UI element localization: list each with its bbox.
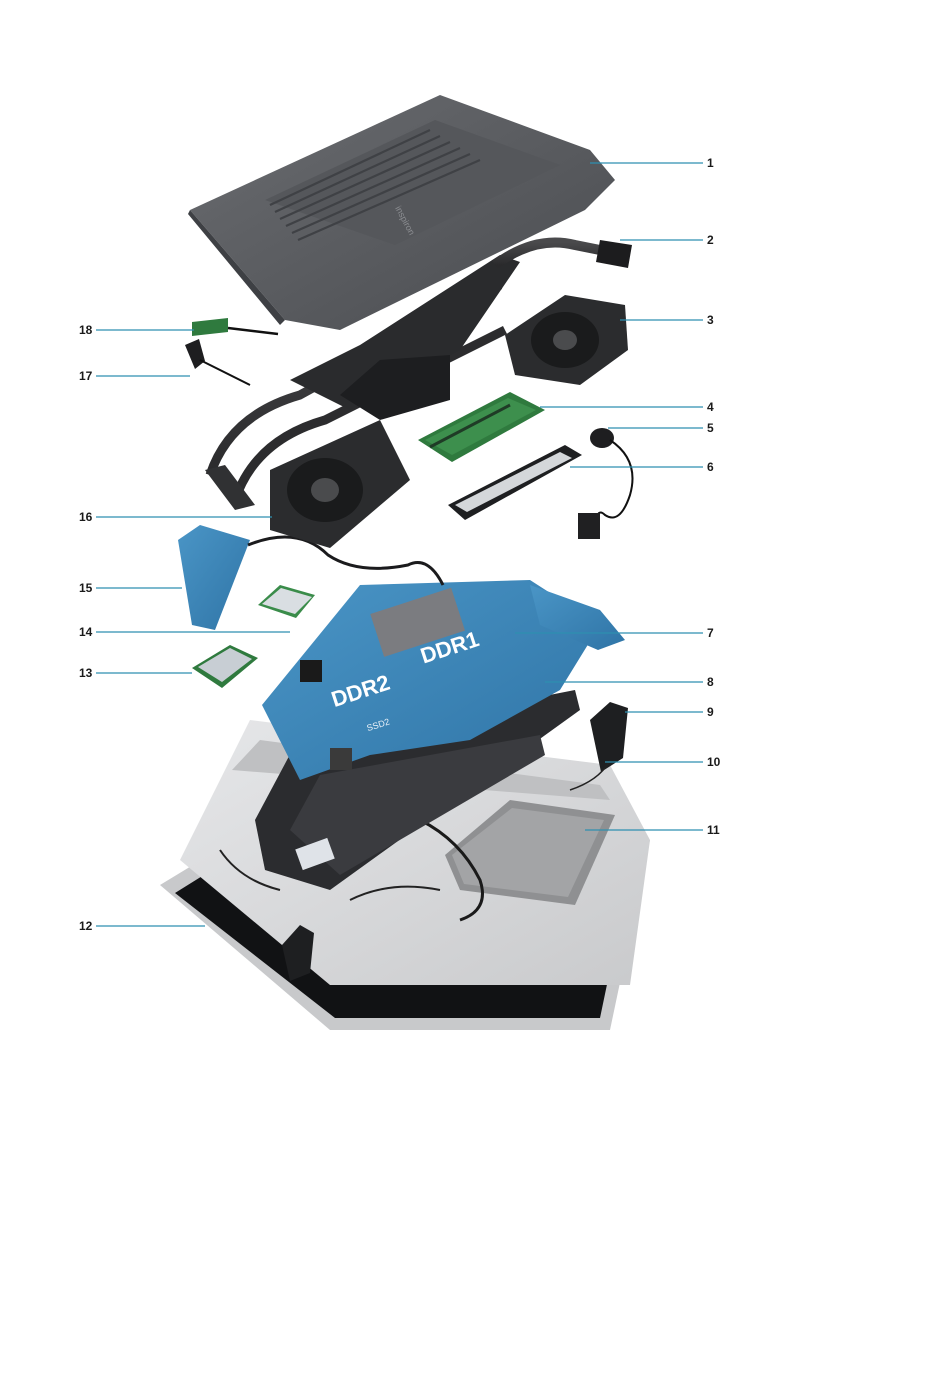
svg-text:14: 14 — [79, 625, 93, 639]
svg-text:18: 18 — [79, 323, 93, 337]
svg-text:15: 15 — [79, 581, 93, 595]
callout-13: 13 — [79, 666, 192, 680]
callout-3: 3 — [620, 313, 714, 327]
svg-text:5: 5 — [707, 421, 714, 435]
callout-18: 18 — [79, 323, 194, 337]
callout-8: 8 — [545, 675, 714, 689]
callout-17: 17 — [79, 369, 190, 383]
wwan-card-icon — [258, 585, 315, 618]
svg-text:17: 17 — [79, 369, 93, 383]
svg-text:1: 1 — [707, 156, 714, 170]
callout-1: 1 — [590, 156, 714, 170]
base-cover-icon: inspiron — [188, 95, 615, 330]
svg-text:16: 16 — [79, 510, 93, 524]
svg-text:8: 8 — [707, 675, 714, 689]
callout-4: 4 — [540, 400, 714, 414]
wireless-card-icon — [192, 645, 258, 688]
svg-text:3: 3 — [707, 313, 714, 327]
fan-left-icon — [270, 420, 410, 548]
svg-text:10: 10 — [707, 755, 721, 769]
callout-12: 12 — [79, 919, 205, 933]
power-button-icon — [185, 339, 250, 385]
svg-text:9: 9 — [707, 705, 714, 719]
callout-5: 5 — [608, 421, 714, 435]
svg-text:4: 4 — [707, 400, 714, 414]
fan-right-icon — [505, 295, 628, 385]
svg-text:7: 7 — [707, 626, 714, 640]
svg-text:12: 12 — [79, 919, 93, 933]
callout-2: 2 — [620, 233, 714, 247]
callout-6: 6 — [570, 460, 714, 474]
fingerprint-board-icon — [192, 318, 278, 336]
power-adapter-port-icon — [578, 428, 633, 539]
ssd-icon — [448, 445, 582, 520]
callout-16: 16 — [79, 510, 272, 524]
svg-text:11: 11 — [707, 823, 720, 837]
svg-text:2: 2 — [707, 233, 714, 247]
callout-15: 15 — [79, 581, 182, 595]
svg-text:13: 13 — [79, 666, 93, 680]
callout-14: 14 — [79, 625, 290, 639]
callout-9: 9 — [625, 705, 714, 719]
svg-text:6: 6 — [707, 460, 714, 474]
